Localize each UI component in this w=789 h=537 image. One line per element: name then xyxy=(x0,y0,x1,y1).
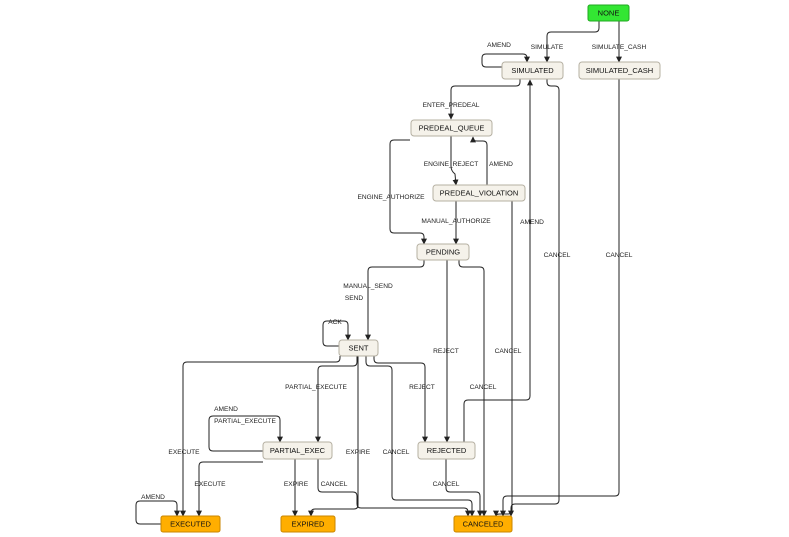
edge-manual-send xyxy=(365,260,425,341)
label-amend-simulated: AMEND xyxy=(487,42,511,49)
state-partial-exec: PARTIAL_EXEC xyxy=(262,441,333,460)
edge-ack xyxy=(322,320,351,347)
label-simulate: SIMULATE xyxy=(531,44,564,51)
state-pending: PENDING xyxy=(416,243,470,261)
edge-amend-rejected xyxy=(463,79,533,442)
label-expire-sent: EXPIRE xyxy=(346,449,371,456)
label-cancel-sent: CANCEL xyxy=(383,449,410,456)
state-predeal-queue-label: PREDEAL_QUEUE xyxy=(419,123,485,132)
label-cancel-pending: CANCEL xyxy=(470,384,497,391)
edge-reject-sent xyxy=(373,356,428,443)
state-rejected-box xyxy=(417,441,476,460)
state-rejected: REJECTED xyxy=(417,441,476,460)
label-amend-executed: AMEND xyxy=(141,494,165,501)
edge-cancel-partial xyxy=(317,459,471,517)
label-amend-partial: AMEND xyxy=(214,406,238,413)
edge-cancel-rejected xyxy=(445,459,483,517)
label-simulate-cash: SIMULATE_CASH xyxy=(592,44,647,51)
label-amend-rejected: AMEND xyxy=(520,219,544,226)
state-none: NONE xyxy=(587,4,630,22)
label-execute-partial: EXECUTE xyxy=(194,481,226,488)
label-engine-authorize: ENGINE_AUTHORIZE xyxy=(357,194,425,201)
state-none-box xyxy=(587,4,630,22)
label-send: SEND xyxy=(345,295,364,302)
label-manual-authorize: MANUAL_AUTHORIZE xyxy=(421,218,491,225)
state-simulated-cash-label: SIMULATED_CASH xyxy=(586,66,653,75)
edge-partial-execute-self xyxy=(208,415,283,452)
state-expired: EXPIRED xyxy=(280,515,336,533)
label-reject-pending: REJECT xyxy=(433,348,459,355)
edge-cancel-sent xyxy=(365,356,475,517)
states-layer: NONE SIMULATED SIMULATED_CASH PREDEAL_QU… xyxy=(160,4,661,533)
edge-cancel-pending xyxy=(458,260,487,517)
edge-execute-sent xyxy=(180,356,341,517)
edge-cancel-simulated-cash xyxy=(500,79,620,517)
label-cancel-rejected: CANCEL xyxy=(433,481,460,488)
edge-amend-simulated xyxy=(481,53,530,68)
label-enter-predeal: ENTER_PREDEAL xyxy=(423,102,480,109)
label-expire-partial: EXPIRE xyxy=(284,481,309,488)
state-none-label: NONE xyxy=(598,8,620,17)
label-reject-sent: REJECT xyxy=(409,384,435,391)
state-canceled-label: CANCELED xyxy=(463,519,504,528)
label-execute-sent: EXECUTE xyxy=(168,449,200,456)
state-sent-box xyxy=(338,339,379,357)
edge-amend-executed xyxy=(135,500,180,525)
label-manual-send: MANUAL_SEND xyxy=(343,283,393,290)
transition-labels-layer: SIMULATE SIMULATE_CASH AMEND ENTER_PREDE… xyxy=(141,42,646,501)
label-engine-reject: ENGINE_REJECT xyxy=(424,161,479,168)
label-cancel-partial: CANCEL xyxy=(321,481,348,488)
edge-engine-reject xyxy=(450,136,459,186)
label-cancel-simulated: CANCEL xyxy=(544,252,571,259)
state-executed-box xyxy=(160,515,221,533)
state-partial-exec-label: PARTIAL_EXEC xyxy=(270,446,326,455)
transitions-layer xyxy=(135,21,622,525)
edge-amend-violation xyxy=(470,136,488,185)
state-simulated-cash-box xyxy=(578,61,661,80)
edge-execute-partial xyxy=(196,461,263,517)
state-expired-label: EXPIRED xyxy=(292,519,326,528)
label-amend-violation: AMEND xyxy=(489,161,513,168)
state-expired-box xyxy=(280,515,336,533)
state-simulated-box xyxy=(501,61,564,80)
state-executed-label: EXECUTED xyxy=(170,519,211,528)
state-canceled: CANCELED xyxy=(453,515,513,533)
label-cancel-simulated-cash: CANCEL xyxy=(606,252,633,259)
state-predeal-queue-box xyxy=(410,119,493,137)
state-predeal-violation: PREDEAL_VIOLATION xyxy=(432,184,526,202)
edge-partial-execute xyxy=(315,356,358,443)
state-pending-box xyxy=(416,243,470,261)
state-simulated: SIMULATED xyxy=(501,61,564,80)
state-rejected-label: REJECTED xyxy=(427,446,467,455)
edge-engine-authorize xyxy=(389,139,427,245)
state-predeal-violation-label: PREDEAL_VIOLATION xyxy=(440,188,519,197)
state-sent-label: SENT xyxy=(348,343,368,352)
state-predeal-violation-box xyxy=(432,184,526,202)
state-pending-label: PENDING xyxy=(426,247,460,256)
label-cancel-violation: CANCEL xyxy=(495,348,522,355)
state-predeal-queue: PREDEAL_QUEUE xyxy=(410,119,493,137)
state-partial-exec-box xyxy=(262,441,333,460)
edge-cancel-violation xyxy=(493,201,513,517)
state-simulated-cash: SIMULATED_CASH xyxy=(578,61,661,80)
state-canceled-box xyxy=(453,515,513,533)
label-ack: ACK xyxy=(328,319,342,326)
edge-simulate xyxy=(544,21,600,63)
edge-cancel-simulated xyxy=(508,79,560,517)
label-partial-execute-self: PARTIAL_EXECUTE xyxy=(214,418,276,425)
label-partial-execute: PARTIAL_EXECUTE xyxy=(285,384,347,391)
state-sent: SENT xyxy=(338,339,379,357)
edge-enter-predeal xyxy=(448,79,521,120)
state-simulated-label: SIMULATED xyxy=(511,66,554,75)
state-executed: EXECUTED xyxy=(160,515,221,533)
